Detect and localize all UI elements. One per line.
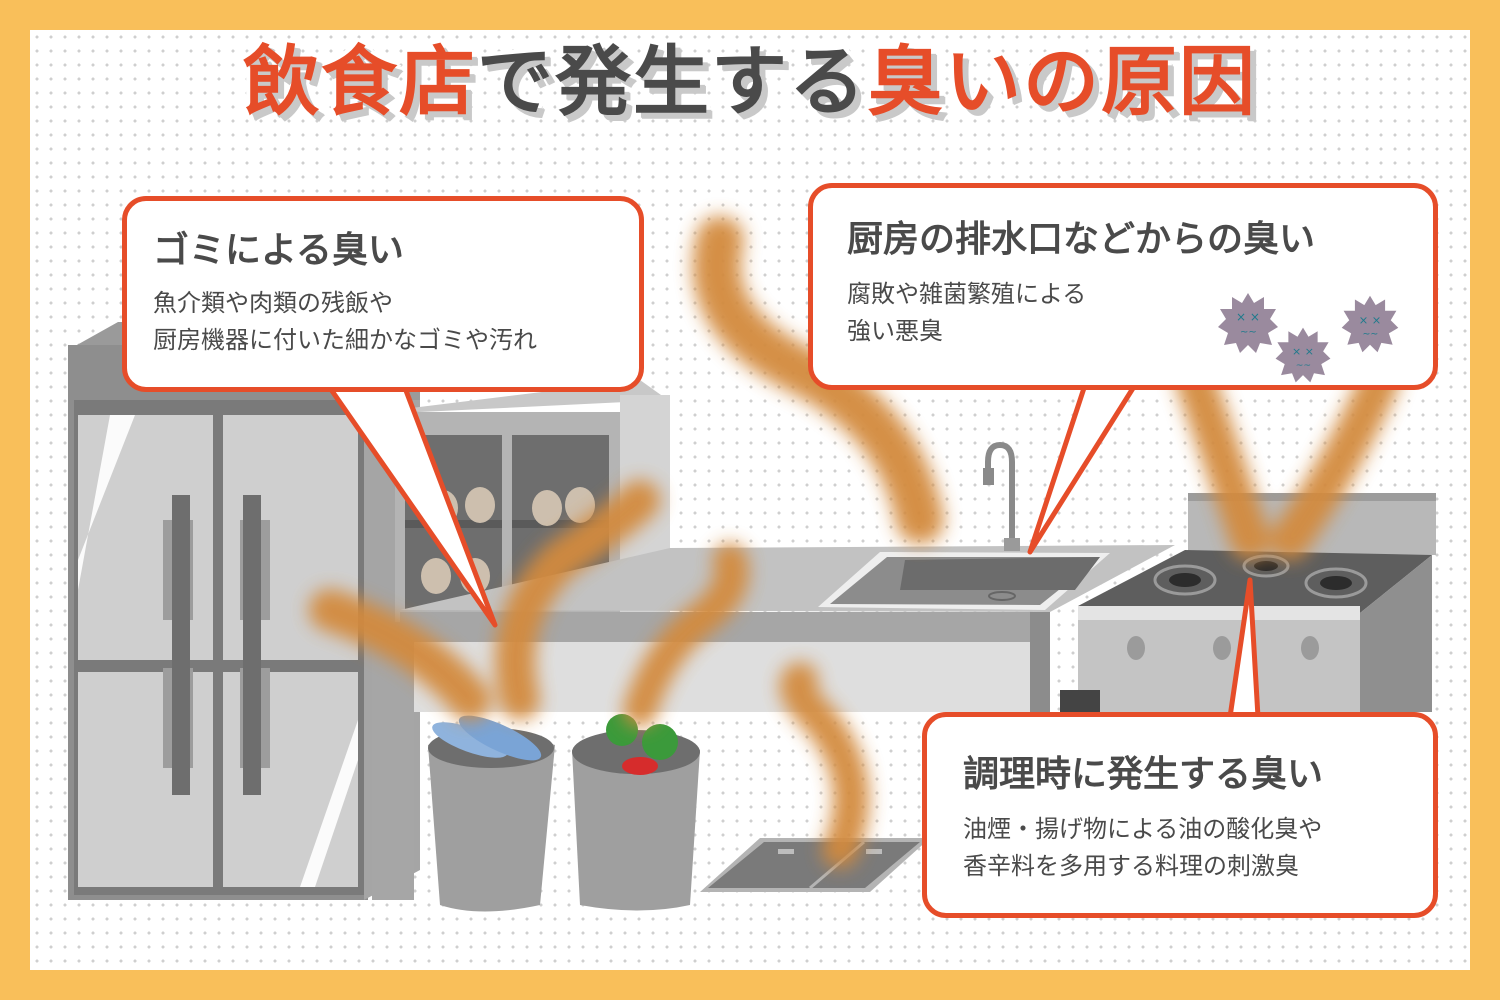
- callout-line: 魚介類や肉類の残飯や: [153, 288, 393, 317]
- callout-line: 強い悪臭: [847, 316, 943, 345]
- callout-heading: 調理時に発生する臭い: [963, 754, 1324, 795]
- fish-trash-can: [428, 715, 555, 912]
- svg-text:× ×: × ×: [1236, 310, 1260, 324]
- page-title: 飲食店で発生する臭いの原因: [0, 44, 1500, 120]
- callout-heading: ゴミによる臭い: [153, 230, 404, 271]
- svg-text:~~: ~~: [1240, 327, 1257, 338]
- callout-line: 香辛料を多用する料理の刺激臭: [963, 851, 1299, 880]
- title-part-restaurant: 飲食店: [243, 37, 477, 126]
- svg-text:× ×: × ×: [1292, 345, 1314, 358]
- title-part-smell-cause: 臭いの原因: [867, 37, 1257, 126]
- callout-heading: 厨房の排水口などからの臭い: [847, 219, 1316, 260]
- callout-garbage-smell: ゴミによる臭い 魚介類や肉類の残飯や 厨房機器に付いた細かなゴミや汚れ: [122, 196, 644, 392]
- faucet: [983, 441, 1020, 551]
- callout-line: 腐敗や雑菌繁殖による: [847, 279, 1087, 308]
- smell-plumes: [309, 216, 1400, 868]
- floor-drain-grate: [700, 838, 930, 892]
- callout-drain-smell: 厨房の排水口などからの臭い 腐敗や雑菌繁殖による 強い悪臭 × × ~~ × ×…: [808, 183, 1438, 390]
- germ-icon: × × ~~: [1218, 293, 1278, 353]
- svg-text:× ×: × ×: [1359, 314, 1382, 327]
- vegetable-trash-can: [572, 714, 700, 911]
- callout-line: 油煙・揚げ物による油の酸化臭や: [963, 814, 1323, 843]
- svg-text:~~: ~~: [1362, 329, 1378, 340]
- germ-icon: × × ~~: [1341, 295, 1399, 353]
- callout-line: 厨房機器に付いた細かなゴミや汚れ: [153, 325, 537, 354]
- svg-text:~~: ~~: [1296, 361, 1311, 371]
- callout-cooking-smell: 調理時に発生する臭い 油煙・揚げ物による油の酸化臭や 香辛料を多用する料理の刺激…: [922, 712, 1438, 918]
- germ-icon: × × ~~: [1275, 327, 1331, 383]
- title-part-occurs: で発生する: [477, 37, 867, 126]
- sink: [818, 552, 1110, 610]
